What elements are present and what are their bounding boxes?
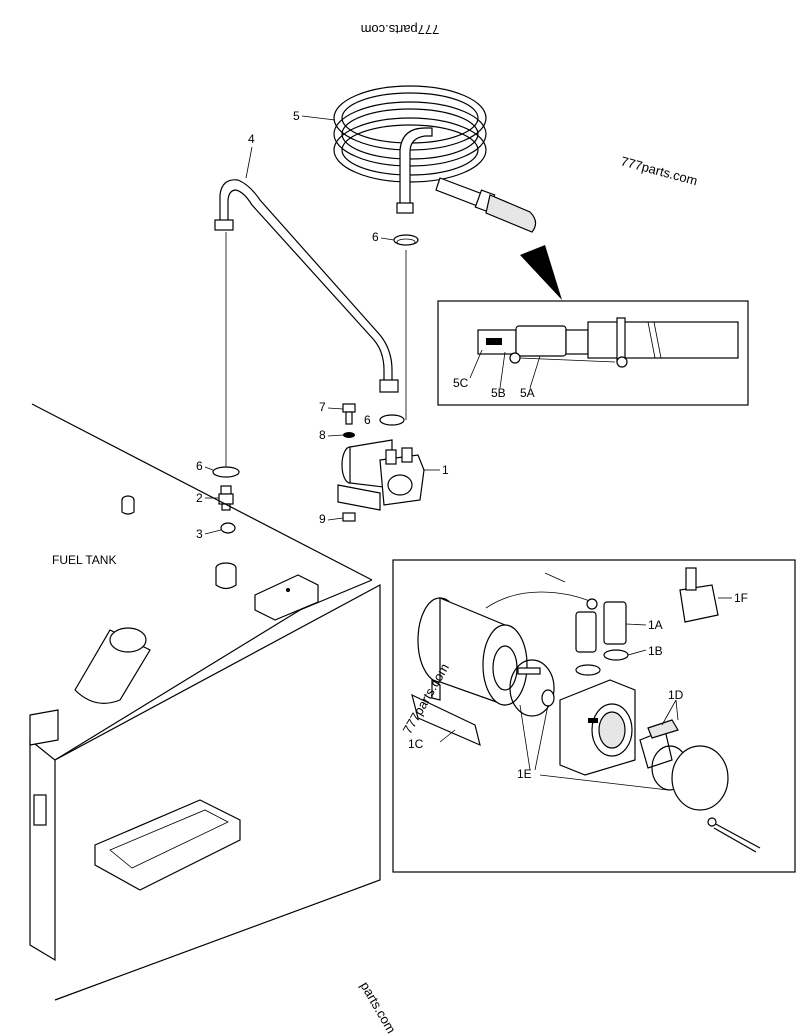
washer (343, 432, 355, 438)
callout-4: 4 (248, 132, 255, 146)
callout-1b: 1B (648, 644, 663, 658)
callout-5: 5 (293, 109, 300, 123)
nut (342, 512, 356, 522)
callout-9: 9 (319, 512, 326, 526)
callout-2: 2 (196, 491, 203, 505)
watermark-bottom: parts.com (357, 979, 399, 1035)
clamp-pump (379, 414, 405, 426)
callout-6-fitting: 6 (196, 459, 203, 473)
callout-6-top: 6 (372, 230, 379, 244)
detail-box-1 (392, 559, 796, 873)
watermark-right: 777parts.com (619, 153, 699, 188)
callout-5a: 5A (520, 386, 535, 400)
callout-1e: 1E (517, 767, 532, 781)
callout-8: 8 (319, 428, 326, 442)
fuel-pump (337, 439, 425, 511)
callout-1c: 1C (408, 737, 424, 751)
clamp-top (393, 234, 419, 246)
watermark-top: 777parts.com (361, 22, 440, 37)
detail-box-5 (437, 245, 749, 406)
bolt (342, 403, 356, 425)
callout-7: 7 (319, 400, 326, 414)
callout-1a: 1A (648, 618, 663, 632)
callout-5c: 5C (453, 376, 469, 390)
callout-5b: 5B (491, 386, 506, 400)
callout-3: 3 (196, 527, 203, 541)
fuel-tank-label: FUEL TANK (52, 553, 116, 567)
callout-6-pump: 6 (364, 413, 371, 427)
hose-coil (333, 85, 537, 233)
pipe (214, 179, 399, 393)
o-ring (220, 522, 236, 534)
callout-1d: 1D (668, 688, 684, 702)
fuel-tank (29, 403, 381, 1001)
callout-1: 1 (442, 463, 449, 477)
callout-1f: 1F (734, 591, 748, 605)
clamp-fitting (212, 466, 240, 478)
